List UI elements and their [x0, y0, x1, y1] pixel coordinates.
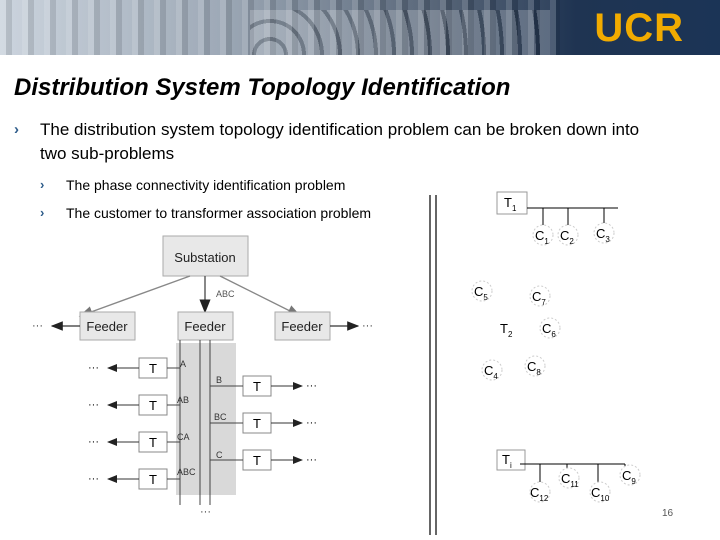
svg-text:C11: C11	[561, 471, 579, 489]
svg-text:C9: C9	[622, 468, 636, 486]
transformer-right-1: T ··· B	[210, 375, 317, 397]
svg-text:C12: C12	[530, 485, 549, 503]
transformer-left-1: T ··· A	[88, 357, 186, 379]
feeder-box-center	[177, 311, 234, 341]
svg-text:···: ···	[306, 454, 317, 466]
ellipsis: ···	[32, 320, 43, 332]
svg-text:T: T	[149, 472, 157, 487]
transformer-t1: T1	[496, 191, 618, 226]
svg-text:T: T	[149, 361, 157, 376]
svg-text:T: T	[253, 416, 261, 431]
svg-text:···: ···	[88, 473, 99, 485]
svg-text:···: ···	[88, 399, 99, 411]
svg-text:C7: C7	[532, 289, 546, 307]
header-banner: UCR	[0, 0, 720, 55]
transformer-right-3: T ··· C	[210, 449, 317, 471]
svg-text:C6: C6	[542, 321, 556, 339]
svg-text:Ti: Ti	[502, 452, 512, 470]
feeder-label-right: Feeder	[281, 319, 323, 334]
svg-text:T: T	[253, 453, 261, 468]
transformer-left-4: T ··· ABC	[88, 467, 196, 490]
svg-text:T1: T1	[504, 195, 517, 213]
svg-text:C10: C10	[591, 485, 610, 503]
phase-label: C	[216, 450, 223, 460]
svg-text:C2: C2	[560, 228, 574, 246]
ucr-logo: UCR	[594, 6, 684, 50]
svg-text:C1: C1	[535, 228, 549, 246]
bullet-arrow-icon: ›	[40, 205, 45, 220]
svg-text:···: ···	[306, 380, 317, 392]
customer-node: C5	[471, 280, 493, 302]
phase-label: B	[216, 375, 222, 385]
svg-text:C4: C4	[484, 363, 498, 381]
customer-node: C3	[593, 222, 615, 244]
page-number: 16	[662, 508, 674, 519]
customer-node: C9	[619, 464, 641, 486]
transformer-left-2: T ··· AB	[88, 394, 189, 416]
feeder-label-center: Feeder	[184, 319, 226, 334]
customer-node: C11	[558, 467, 580, 489]
customer-node: C1	[532, 224, 554, 246]
substation-label: Substation	[174, 250, 235, 265]
customer-node: C7	[529, 285, 551, 307]
sub-bullet-text: The customer to transformer association …	[66, 205, 372, 221]
svg-text:T: T	[253, 379, 261, 394]
svg-text:T: T	[149, 398, 157, 413]
svg-text:C8: C8	[527, 359, 541, 377]
svg-text:T: T	[149, 435, 157, 450]
bullet-arrow-icon: ›	[14, 121, 19, 138]
svg-text:C3: C3	[596, 226, 610, 244]
transformer-left-3: T ··· CA	[88, 431, 190, 453]
feeder-box-left	[79, 311, 136, 341]
phase-label: AB	[177, 395, 189, 405]
customer-node: C8	[524, 355, 546, 377]
svg-text:T2: T2	[500, 321, 513, 339]
substation-box	[162, 235, 249, 277]
svg-text:···: ···	[88, 362, 99, 374]
phase-label: ABC	[177, 467, 196, 477]
sub-bullet-text: The phase connectivity identification pr…	[66, 177, 346, 193]
ellipsis: ···	[200, 506, 211, 518]
svg-text:C5: C5	[474, 284, 488, 302]
slide-title: Distribution System Topology Identificat…	[14, 74, 511, 101]
abc-label: ABC	[216, 289, 235, 299]
transformer-t2: T2	[500, 321, 513, 339]
customer-node: C12	[529, 481, 551, 503]
banner-photo	[0, 0, 560, 55]
svg-text:···: ···	[88, 436, 99, 448]
svg-text:···: ···	[306, 417, 317, 429]
customer-node: C6	[539, 317, 561, 339]
phase-label: BC	[214, 412, 227, 422]
ellipsis: ···	[362, 320, 373, 332]
main-bullet-text: The distribution system topology identif…	[40, 120, 640, 163]
feeder-label-left: Feeder	[86, 319, 128, 334]
customer-node: C2	[557, 224, 579, 246]
phase-label: CA	[177, 432, 190, 442]
banner-arches	[250, 10, 550, 55]
bullet-arrow-icon: ›	[40, 177, 45, 192]
transformer-right-2: T ··· BC	[210, 412, 317, 434]
customer-node: C4	[481, 359, 503, 381]
customer-node: C10	[589, 481, 611, 503]
phase-label: A	[180, 359, 186, 369]
phase-lines-region	[176, 343, 236, 495]
